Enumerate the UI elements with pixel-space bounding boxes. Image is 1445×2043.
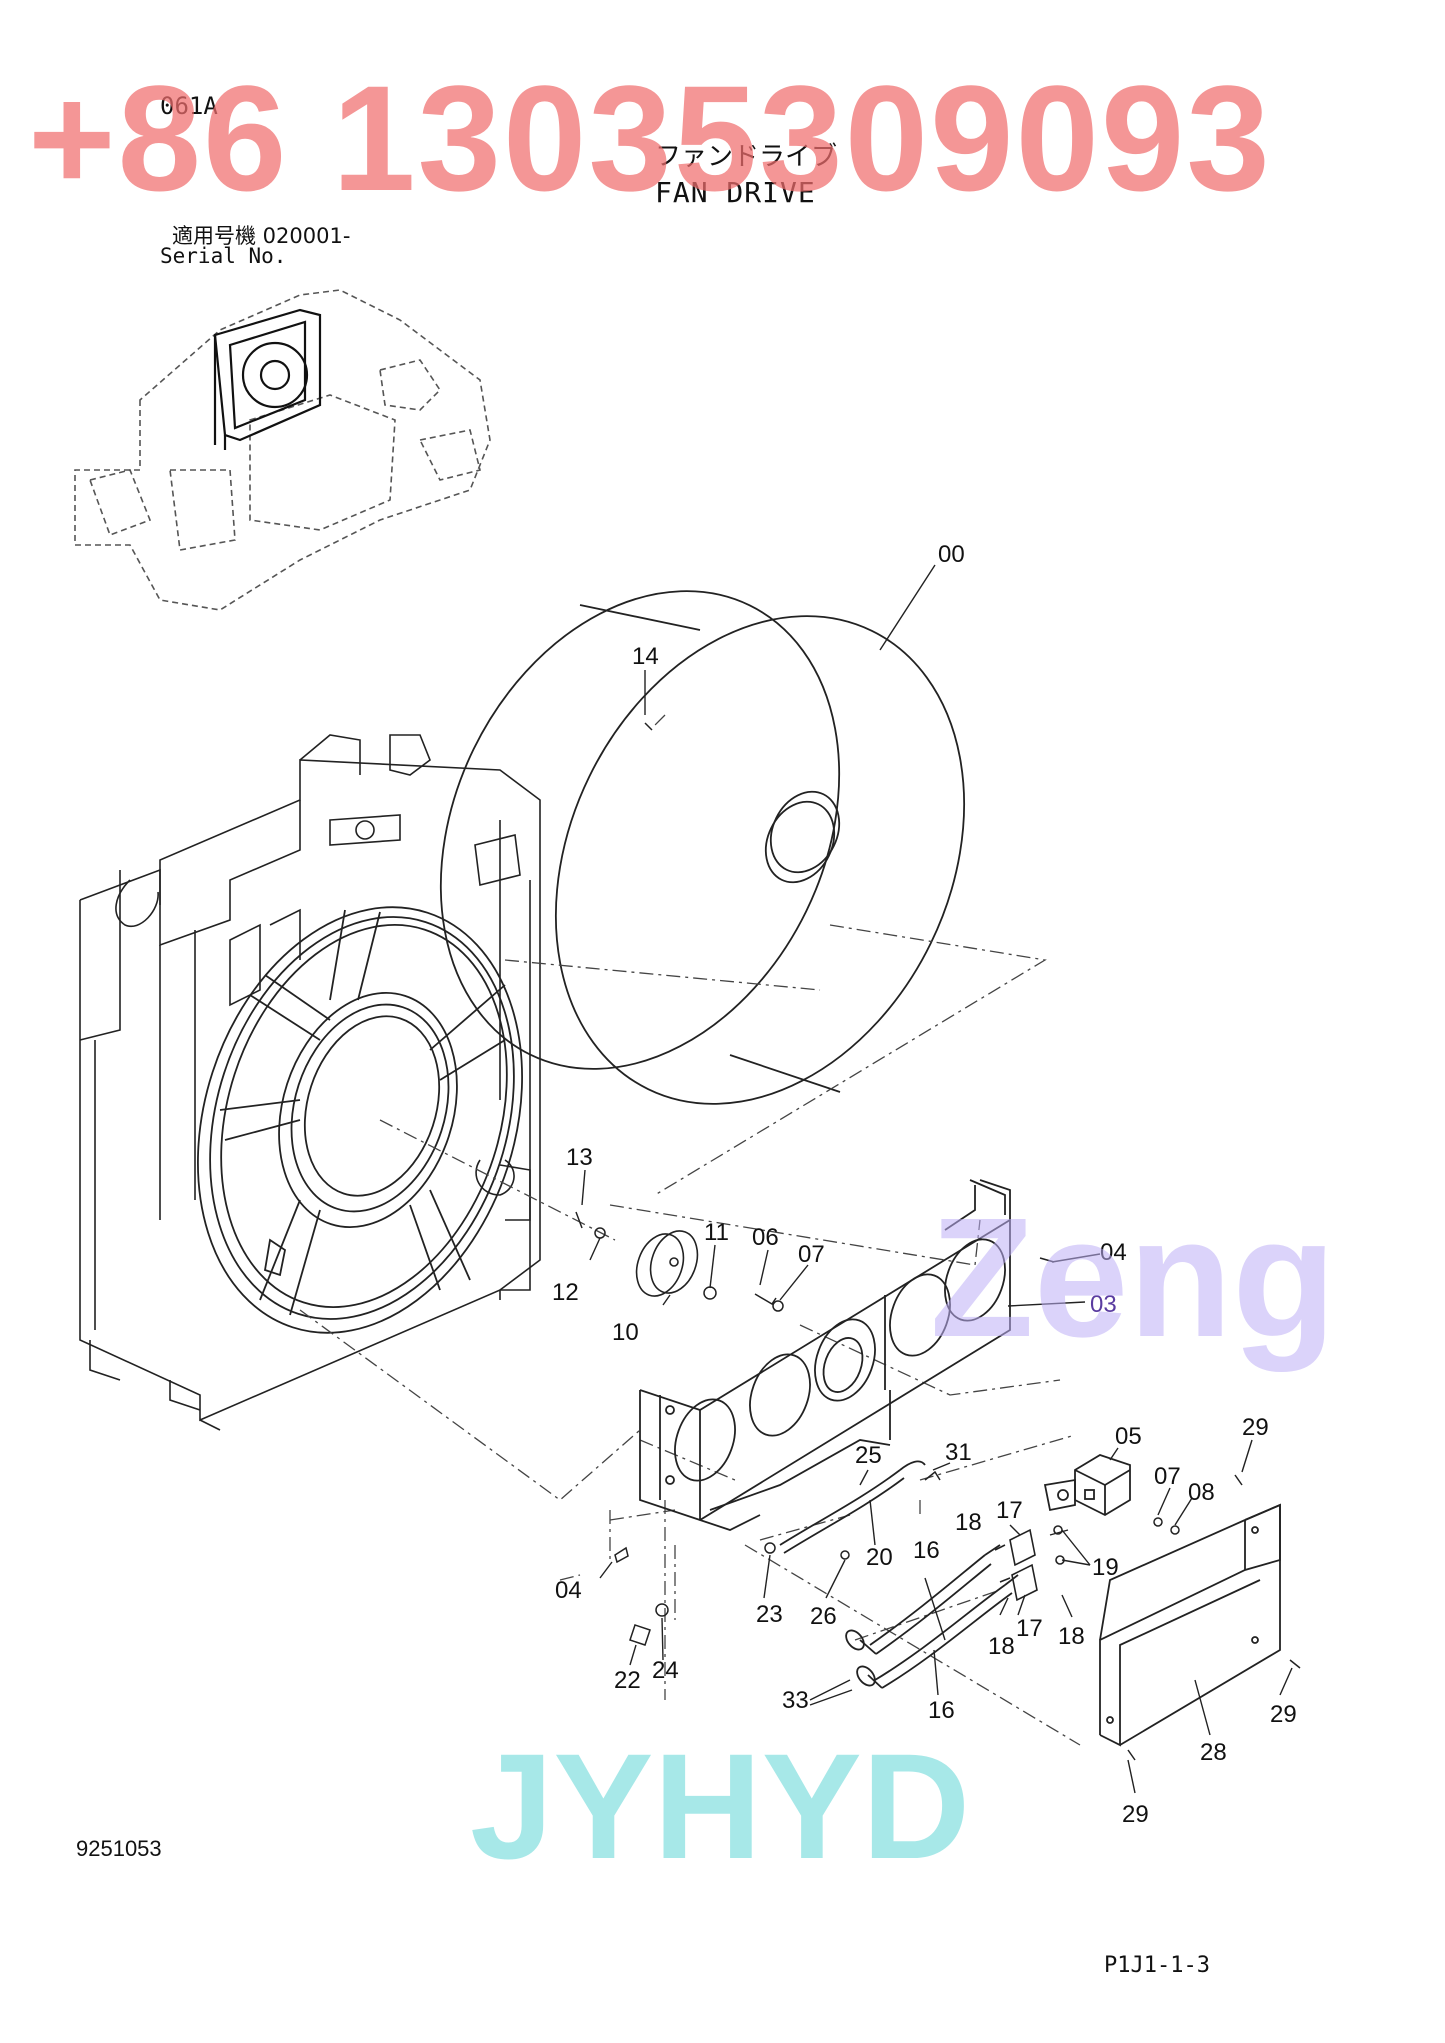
callout-29a: 29: [1242, 1414, 1269, 1441]
callout-31: 31: [945, 1439, 972, 1466]
callout-29b: 29: [1270, 1701, 1297, 1728]
callout-22: 22: [614, 1667, 641, 1694]
callout-05: 05: [1115, 1423, 1142, 1450]
callout-18b: 18: [988, 1633, 1015, 1660]
callout-17b: 17: [1016, 1615, 1043, 1642]
sheet-reference: P1J1-1-3: [1104, 1953, 1210, 1978]
serial-label-japanese: 適用号機 020001-: [172, 224, 351, 248]
hydraulic-motor-05: [1043, 1454, 1131, 1517]
callout-10: 10: [612, 1319, 639, 1346]
leader-lines: [581, 564, 1293, 1794]
callout-03: 03: [1090, 1291, 1117, 1318]
callout-24: 24: [652, 1657, 679, 1684]
fan-part-00: [439, 590, 966, 1105]
brand-watermark-jyhyd: JYHYD: [470, 1722, 971, 1890]
phone-watermark: +86 13035309093: [28, 54, 1272, 222]
alignment-lines: [299, 714, 1081, 1746]
title-japanese: ファンドライブ: [655, 142, 838, 172]
machine-location-thumbnail: [74, 289, 491, 611]
callout-07a: 07: [798, 1241, 825, 1268]
callout-08: 08: [1188, 1479, 1215, 1506]
cover-plate-28: [1099, 1503, 1281, 1747]
callout-33: 33: [782, 1687, 809, 1714]
callout-18a: 18: [955, 1509, 982, 1536]
callout-13: 13: [566, 1144, 593, 1171]
callout-04a: 04: [1100, 1239, 1127, 1266]
hose-assemblies: [779, 1460, 1019, 1689]
callout-14: 14: [632, 643, 659, 670]
callout-labels: 00 14 13 12 11 10 06 07 04 03 05 07 08 2…: [552, 541, 1297, 1828]
callout-26: 26: [810, 1603, 837, 1630]
flange-fittings: [994, 1525, 1065, 1602]
page-code: 061A: [160, 92, 218, 120]
drawing-number: 9251053: [76, 1836, 162, 1861]
callout-06: 06: [752, 1224, 779, 1251]
callout-23: 23: [756, 1601, 783, 1628]
callout-17a: 17: [996, 1497, 1023, 1524]
thumbnail-radiator-highlight: [213, 308, 322, 450]
callout-25: 25: [855, 1442, 882, 1469]
callout-16a: 16: [913, 1537, 940, 1564]
title-english: FAN DRIVE: [655, 176, 816, 209]
fan-bracket-03: [639, 1179, 1011, 1531]
fan-shroud: [197, 906, 523, 1334]
callout-28: 28: [1200, 1739, 1227, 1766]
callout-29c: 29: [1122, 1801, 1149, 1828]
small-fasteners: [575, 722, 1301, 1761]
serial-label-english: Serial No.: [160, 244, 287, 268]
callout-11: 11: [704, 1219, 729, 1246]
callout-20: 20: [866, 1544, 893, 1571]
callout-12: 12: [552, 1279, 579, 1306]
callout-07b: 07: [1154, 1463, 1181, 1490]
brand-watermark-zeng: Zeng: [930, 1183, 1337, 1373]
callout-00: 00: [938, 541, 965, 568]
radiator-assembly: [79, 734, 541, 1431]
callout-04b: 04: [555, 1577, 582, 1604]
callout-16b: 16: [928, 1697, 955, 1724]
hub-part-10: [635, 1230, 699, 1297]
callout-19: 19: [1092, 1554, 1119, 1581]
callout-18c: 18: [1058, 1623, 1085, 1650]
